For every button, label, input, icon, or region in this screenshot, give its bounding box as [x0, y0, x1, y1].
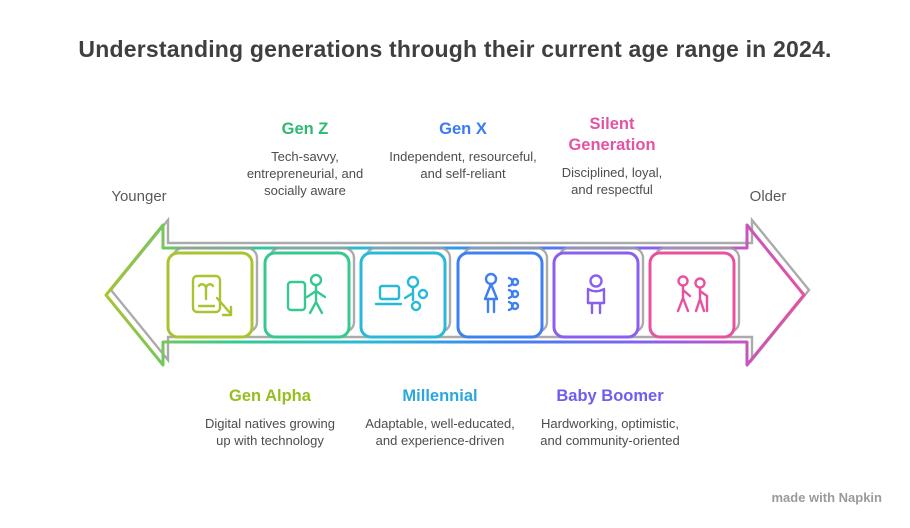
- generation-box-baby-boomer: [552, 246, 645, 339]
- generation-label-gen-alpha: Gen Alpha: [229, 387, 311, 405]
- elderly-couple-icon: [676, 275, 709, 313]
- arrow-shadow-outline: [109, 216, 811, 364]
- generation-block-silent-generation: Silent Generation Disciplined, loyal, an…: [550, 114, 674, 198]
- younger-end-label: Younger: [111, 188, 167, 205]
- diagram-title: Understanding generations through their …: [78, 36, 832, 62]
- generation-block-millennial: Millennial Adaptable, well-educated, and…: [365, 386, 515, 449]
- standing-person-icon: [586, 274, 606, 315]
- generation-description-silent-generation: Disciplined, loyal, and respectful: [561, 165, 663, 197]
- double-arrow-outline: [104, 223, 806, 367]
- child-tablet-icon: [191, 274, 233, 317]
- generation-block-gen-z: Gen Z Tech-savvy, entrepreneurial, and s…: [230, 119, 380, 199]
- person-smartphone-icon: [286, 273, 327, 315]
- generation-label-gen-x: Gen X: [439, 120, 487, 138]
- person-laptop-icon: [374, 275, 429, 312]
- generation-label-silent-generation: Silent Generation: [568, 115, 656, 154]
- generation-label-millennial: Millennial: [402, 387, 478, 405]
- generation-box-silent-generation: [648, 246, 741, 339]
- generation-label-baby-boomer: Baby Boomer: [556, 387, 664, 405]
- generation-block-baby-boomer: Baby Boomer Hardworking, optimistic, and…: [536, 386, 684, 449]
- generation-description-gen-alpha: Digital natives growing up with technolo…: [204, 416, 336, 448]
- generation-box-gen-z: [263, 246, 356, 339]
- person-milestones-icon: [483, 272, 520, 314]
- generation-box-gen-alpha: [166, 246, 259, 339]
- napkin-watermark: made with Napkin: [771, 490, 882, 505]
- generation-block-gen-alpha: Gen Alpha Digital natives growing up wit…: [200, 386, 340, 449]
- generation-box-gen-x: [456, 246, 549, 339]
- generation-box-millennial: [359, 246, 452, 339]
- generation-label-gen-z: Gen Z: [281, 120, 329, 138]
- generation-description-gen-z: Tech-savvy, entrepreneurial, and sociall…: [246, 149, 364, 198]
- generation-description-millennial: Adaptable, well-educated, and experience…: [365, 416, 515, 448]
- generation-description-baby-boomer: Hardworking, optimistic, and community-o…: [540, 416, 680, 448]
- older-end-label: Older: [749, 188, 787, 205]
- generation-description-gen-x: Independent, resourceful, and self-relia…: [389, 149, 537, 181]
- generation-block-gen-x: Gen X Independent, resourceful, and self…: [388, 119, 538, 182]
